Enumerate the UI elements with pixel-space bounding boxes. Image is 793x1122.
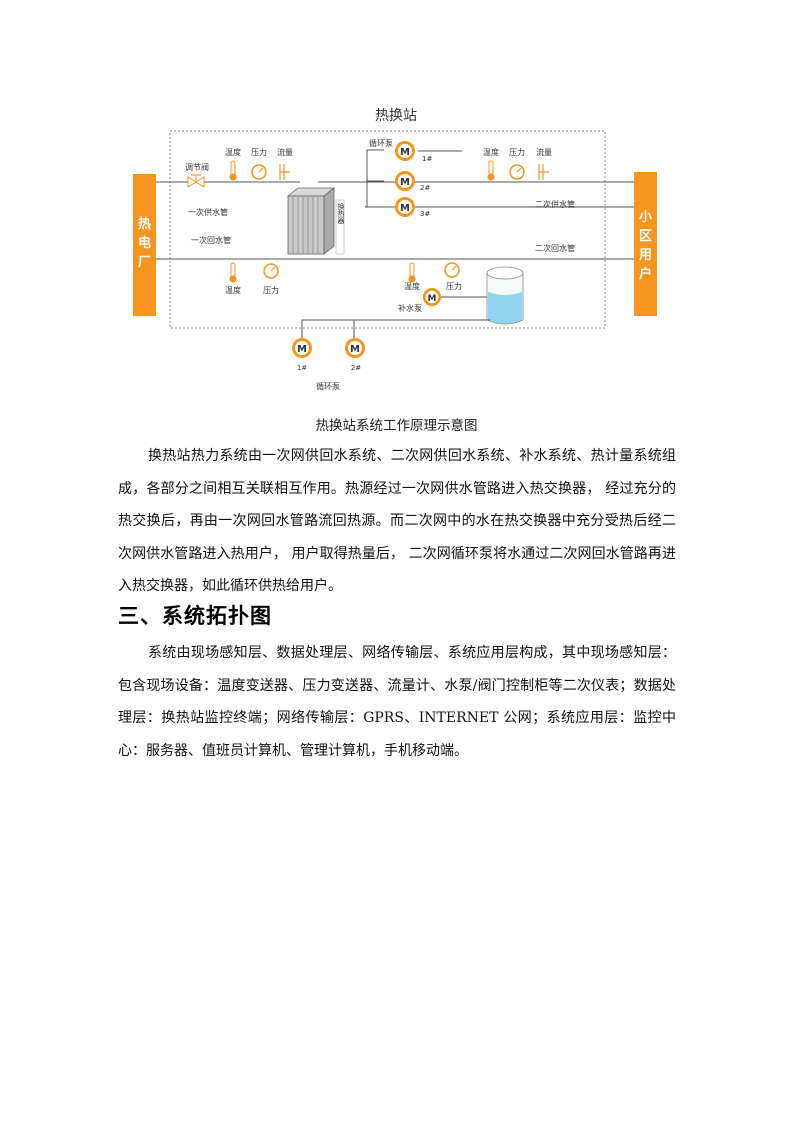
bottom-pump-group-label: 循环泵 [316, 381, 340, 391]
pump-symbol: M [400, 147, 410, 158]
pump-number-1: 1# [422, 155, 432, 163]
primary-supply-label: 一次供水管 [188, 207, 228, 217]
power-plant-char-1: 热 [138, 216, 151, 232]
power-plant-box [133, 174, 156, 316]
pump-icon: M [395, 197, 415, 217]
pressure-gauge-icon [251, 164, 267, 180]
pump-number-3: 3# [420, 210, 430, 218]
sensor-label-press-tr: 压力 [509, 147, 525, 157]
pump-icon: M [292, 338, 312, 358]
sensor-label-temp-bl: 温度 [225, 285, 241, 295]
thermometer-icon [408, 262, 416, 283]
bottom-pump-feed [301, 319, 490, 338]
thermometer-icon [229, 262, 237, 283]
thermometer-icon [229, 160, 237, 181]
station-boundary [169, 130, 606, 329]
circ-pump-branch [366, 149, 384, 208]
figure-caption: 热换站系统工作原理示意图 [315, 418, 478, 434]
paragraph-heat-system: 换热站热力系统由一次网供回水系统、二次网供回水系统、补水系统、热计量系统组成，各… [118, 448, 676, 594]
bottom-pump-number-2: 2# [351, 364, 361, 372]
secondary-supply-label: 二次供水管 [535, 199, 575, 209]
pump-icon: M [345, 338, 365, 358]
paragraph-topology: 系统由现场感知层、数据处理层、网络传输层、系统应用层构成，其中现场感知层：包含现… [118, 645, 676, 759]
bottom-pump-number-1: 1# [297, 364, 307, 372]
secondary-return-label: 二次回水管 [535, 243, 575, 253]
heat-exchange-station-diagram: 热换站 换热器 热 电 厂 小 区 用 户 调节阀 温度 压力 [133, 107, 657, 391]
pump-icon: M [395, 171, 415, 191]
users-char-4: 户 [639, 266, 652, 282]
users-char-2: 区 [639, 229, 652, 244]
pressure-gauge-icon [263, 263, 279, 279]
heat-exchanger: 换热器 [286, 187, 345, 255]
pump-symbol: M [400, 177, 410, 188]
sensor-label-press-tl: 压力 [251, 147, 267, 157]
pressure-gauge-icon [444, 262, 460, 278]
pump-symbol: M [350, 344, 360, 355]
sensor-label-temp-bm: 温度 [404, 281, 420, 291]
pump-symbol: M [297, 344, 307, 355]
pressure-gauge-icon [509, 164, 525, 180]
makeup-pump-label: 补水泵 [398, 303, 422, 313]
pump-symbol: M [428, 294, 437, 304]
sensor-label-flow-tr: 流量 [536, 147, 552, 157]
sensor-label-temp-tr: 温度 [483, 147, 499, 157]
users-char-3: 用 [638, 248, 652, 263]
sensor-label-press-bl: 压力 [263, 285, 279, 295]
water-tank-icon [486, 266, 524, 325]
primary-return-label: 一次回水管 [191, 235, 231, 245]
flow-meter-icon [538, 164, 549, 180]
thermometer-icon [487, 160, 495, 181]
valve-label: 调节阀 [185, 163, 209, 172]
sensor-label-temp-tl: 温度 [225, 147, 241, 157]
section-heading: 三、系统拓扑图 [118, 604, 272, 628]
pump-number-2: 2# [420, 184, 430, 192]
pump-icon: M [395, 141, 415, 161]
power-plant-char-2: 电 [138, 235, 151, 251]
sensor-label-press-bm: 压力 [446, 281, 462, 291]
sensor-label-flow-tl: 流量 [277, 147, 293, 157]
power-plant-char-3: 厂 [138, 255, 151, 270]
residential-users-box [634, 172, 657, 316]
pump-icon: M [423, 288, 441, 306]
users-char-1: 小 [639, 210, 652, 225]
pump-symbol: M [400, 203, 410, 214]
valve-icon [187, 174, 205, 188]
circ-pump-label: 循环泵 [369, 138, 393, 148]
flow-meter-icon [279, 164, 290, 180]
diagram-title: 热换站 [375, 107, 417, 124]
exchanger-label: 换热器 [337, 202, 345, 225]
